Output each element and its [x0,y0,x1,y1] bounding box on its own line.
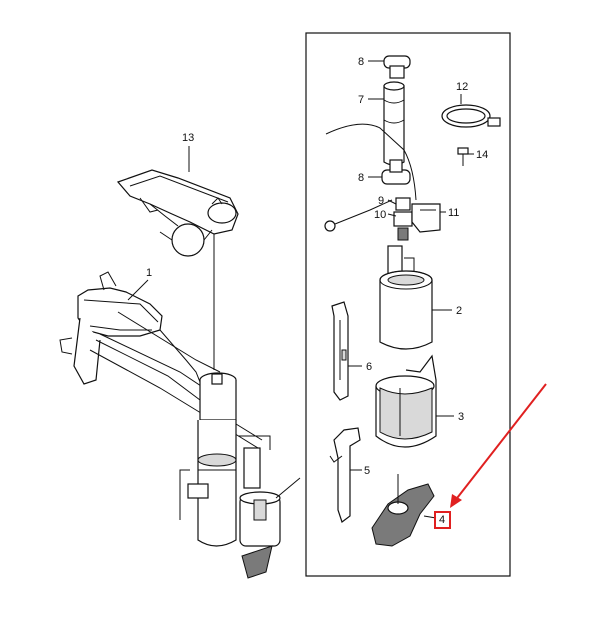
sleeve-part-3 [375,354,437,448]
label-part-8-lower: 8 [358,172,364,184]
label-part-3: 3 [458,411,464,423]
pump-part-2 [379,245,433,350]
highlight-box [434,511,451,529]
label-part-10: 10 [374,209,386,221]
bracket-part-13 [116,169,239,257]
fitting-part-10 [393,197,413,241]
hose-part-7 [383,81,405,166]
exploded-view-frame [305,32,511,577]
bracket-part-5 [329,427,361,523]
exploded-parts [324,55,501,547]
highlight-arrow-shaft [453,383,547,503]
leader-lines [127,60,474,519]
label-part-8-top: 8 [358,56,364,68]
label-part-5: 5 [364,465,370,477]
bracket-part-6 [331,301,349,401]
screw-part-14 [457,147,469,166]
pump-unit-left [238,435,301,579]
part-labels: 8 7 12 14 8 9 10 11 2 6 3 5 4 13 1 [146,56,488,526]
label-part-2: 2 [456,305,462,317]
label-part-14: 14 [476,149,488,161]
label-part-4: 4 [439,514,445,526]
wire-part-9 [324,199,393,232]
label-part-6: 6 [366,361,372,373]
bracket-part-11 [411,203,441,233]
label-part-1: 1 [146,267,152,279]
label-part-9: 9 [378,195,384,207]
left-assembly [59,169,301,579]
hose-clamp-part-12 [441,104,501,128]
pump-canister-left [179,372,237,547]
label-part-7: 7 [358,94,364,106]
label-part-12: 12 [456,81,468,93]
highlight-arrow-head [450,494,462,508]
label-part-13: 13 [182,132,194,144]
strainer-part-4 [371,474,435,547]
clamp-part-8-top [383,55,411,79]
label-part-11: 11 [448,207,459,219]
highlight-annotation [434,383,547,529]
